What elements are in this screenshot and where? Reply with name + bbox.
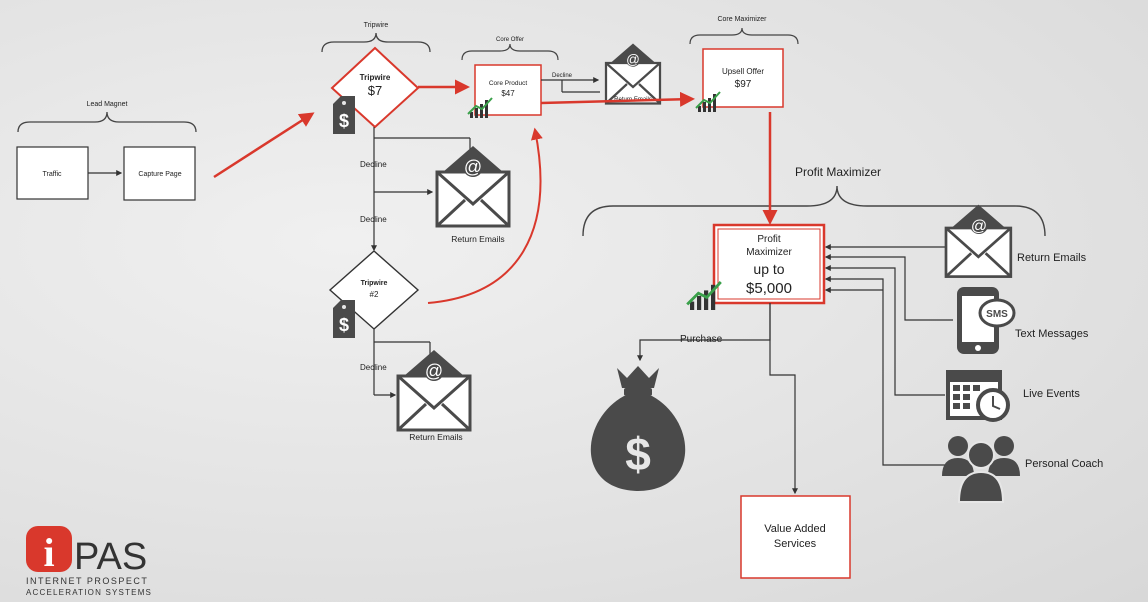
tripwire-2-sub: #2	[370, 290, 379, 299]
profit-maximizer-bracket: Profit Maximizer	[582, 165, 1046, 237]
core-to-upsell-arrow	[540, 91, 695, 107]
tripwire-1-title: Tripwire	[360, 73, 391, 82]
traffic-node: Traffic	[16, 146, 89, 200]
profit-line-4: $5,000	[746, 280, 792, 297]
money-bag-icon: $	[590, 366, 686, 491]
core-product-node: Core Product $47	[474, 64, 542, 116]
tripwire-bracket-label: Tripwire	[364, 22, 389, 29]
calendar-clock-icon	[946, 370, 1010, 422]
return-emails-icon-2: @	[396, 348, 472, 432]
return-emails-label-2: Return Emails	[409, 432, 462, 442]
profit-maximizer-label: Profit Maximizer	[795, 165, 881, 179]
text-messages-label: Text Messages	[1015, 328, 1089, 340]
price-tag-icon: $	[333, 96, 355, 134]
traffic-label: Traffic	[42, 171, 62, 178]
logo-wordmark: PAS	[74, 536, 147, 578]
capture-page-node: Capture Page	[123, 146, 196, 201]
purchase-arrow	[637, 303, 771, 362]
return-emails-icon-1: @	[435, 144, 511, 228]
upsell-offer-node: Upsell Offer $97	[702, 48, 784, 108]
upsell-offer-title: Upsell Offer	[722, 67, 764, 76]
svg-text:$: $	[625, 428, 651, 480]
to-value-added-arrow	[769, 303, 798, 495]
live-events-label: Live Events	[1023, 388, 1080, 400]
core-product-title: Core Product	[489, 80, 527, 87]
profit-line-3: up to	[753, 261, 784, 277]
svg-text:@: @	[971, 218, 987, 235]
lead-magnet-label: Lead Magnet	[87, 101, 128, 108]
core-offer-label: Core Offer	[496, 37, 524, 43]
svg-text:@: @	[626, 52, 640, 67]
decline-label-bottom: Decline	[360, 363, 387, 372]
return-emails-icon-profit: @	[944, 203, 1013, 278]
svg-text:$: $	[339, 111, 349, 131]
core-maximizer-bracket: Core Maximizer	[689, 16, 799, 45]
value-added-line-2: Services	[774, 538, 817, 550]
price-tag-icon-2: $	[333, 300, 355, 338]
capture-page-label: Capture Page	[138, 171, 181, 178]
lead-magnet-bracket: Lead Magnet	[17, 101, 197, 133]
tripwire2-to-core-arrow	[427, 127, 543, 304]
svg-text:@: @	[425, 361, 443, 381]
profit-line-2: Maximizer	[746, 247, 792, 258]
capture-to-tripwire-arrow	[213, 112, 315, 179]
decline-label-core: Decline	[552, 73, 573, 79]
return-emails-label-1: Return Emails	[451, 234, 504, 244]
logo-line-2: ACCELERATION SYSTEMS	[26, 588, 152, 597]
svg-text:i: i	[43, 530, 54, 575]
tripwire-1-price: $7	[368, 83, 382, 98]
svg-text:@: @	[464, 157, 482, 177]
profit-line-1: Profit	[757, 234, 781, 245]
personal-coach-icon	[942, 436, 1020, 503]
phone-sms-icon: SMS	[957, 287, 1016, 354]
profit-maximizer-node: Profit Maximizer up to $5,000	[712, 223, 826, 305]
core-product-price: $47	[501, 89, 515, 98]
decline-label-top: Decline	[360, 160, 387, 169]
decline-label-mid: Decline	[360, 215, 387, 224]
core-offer-bracket: Core Offer	[461, 37, 559, 61]
svg-text:SMS: SMS	[986, 309, 1008, 320]
logo-line-1: INTERNET PROSPECT	[26, 576, 148, 586]
purchase-label: Purchase	[680, 334, 723, 345]
tripwire-2-title: Tripwire	[361, 280, 388, 287]
return-emails-label-profit: Return Emails	[1017, 252, 1087, 264]
tripwire-bracket: Tripwire	[321, 22, 431, 53]
return-emails-icon-core: @	[604, 42, 662, 105]
ipas-logo: i PAS INTERNET PROSPECT ACCELERATION SYS…	[26, 526, 152, 597]
value-added-line-1: Value Added	[764, 523, 826, 535]
value-added-services-node: Value Added Services	[740, 495, 851, 579]
personal-coach-label: Personal Coach	[1025, 458, 1103, 470]
svg-text:$: $	[339, 315, 349, 335]
upsell-offer-price: $97	[735, 79, 752, 90]
core-maximizer-label: Core Maximizer	[717, 16, 767, 23]
